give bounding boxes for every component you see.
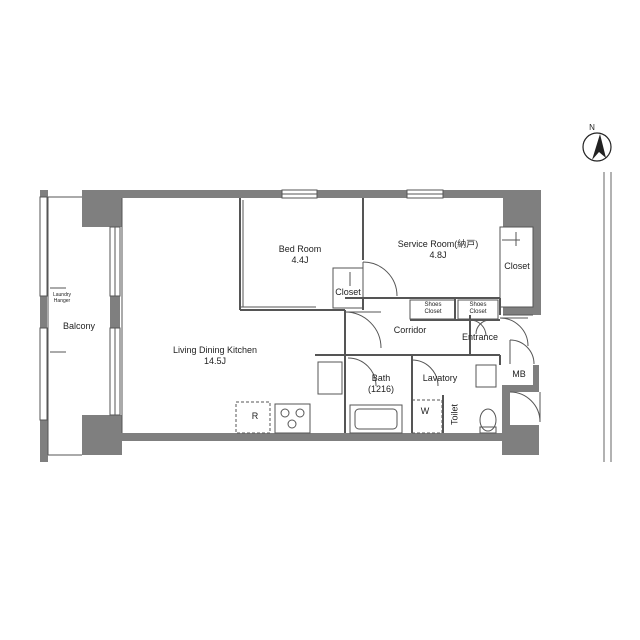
washer-label: W xyxy=(420,406,430,416)
room-outlines xyxy=(47,197,534,455)
toilet-label: Toilet xyxy=(449,404,460,426)
service-room-name: Service Room(納戸) xyxy=(397,239,479,249)
compass-label: N xyxy=(589,123,595,132)
service-closet-label: Closet xyxy=(504,261,530,271)
bath-size: (1216) xyxy=(367,384,394,394)
shoes-closet-1-label: Shoes Closet xyxy=(424,302,442,315)
doors xyxy=(344,261,541,423)
ldk-label: Living Dining Kitchen 14.5J xyxy=(160,345,270,367)
entrance-label: Entrance xyxy=(461,332,499,342)
lavatory-label: Lavatory xyxy=(422,373,458,383)
bedroom-label: Bed Room 4.4J xyxy=(272,244,328,266)
service-room-label: Service Room(納戸) 4.8J xyxy=(386,239,490,261)
windows xyxy=(39,189,444,456)
bedroom-closet-label: Closet xyxy=(335,287,361,297)
shoes-closet-2-label: Shoes Closet xyxy=(469,302,487,315)
bedroom-size: 4.4J xyxy=(291,255,309,265)
exterior-walls xyxy=(40,190,541,462)
north-compass-icon xyxy=(582,132,612,162)
ldk-size: 14.5J xyxy=(203,356,227,366)
bath-label: Bath (1216) xyxy=(361,373,401,395)
mb-label: MB xyxy=(512,369,526,379)
site-boundary xyxy=(603,172,612,462)
fixtures xyxy=(50,232,520,434)
bath-name: Bath xyxy=(371,373,391,383)
laundry-hanger-label: Laundry Hanger xyxy=(52,292,72,304)
ldk-name: Living Dining Kitchen xyxy=(172,345,258,355)
corridor-label: Corridor xyxy=(393,325,427,335)
bedroom-name: Bed Room xyxy=(278,244,322,254)
fridge-label: R xyxy=(251,411,259,421)
balcony-label: Balcony xyxy=(62,321,96,331)
service-room-size: 4.8J xyxy=(429,250,447,260)
